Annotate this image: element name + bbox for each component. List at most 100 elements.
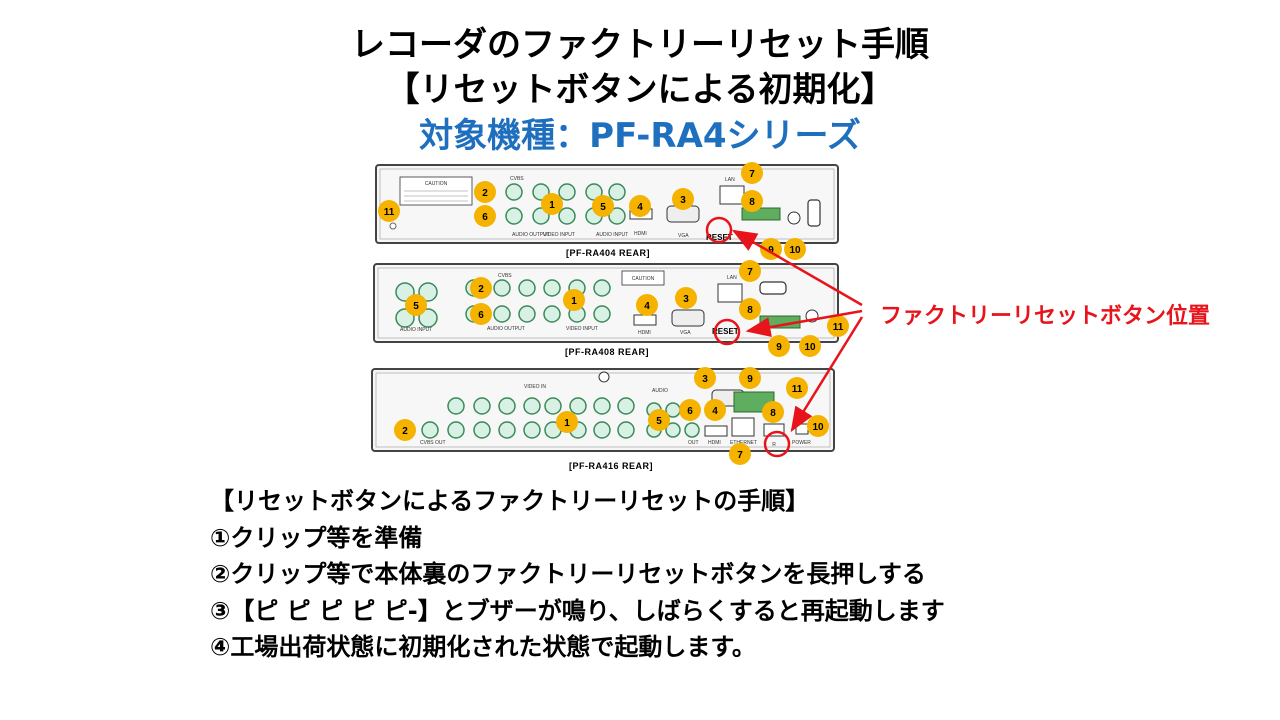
badge-10: 10 bbox=[807, 415, 829, 437]
caution-text: CAUTION bbox=[632, 276, 655, 282]
svg-text:1: 1 bbox=[564, 418, 570, 429]
cvbs-label: CVBS bbox=[510, 176, 524, 182]
badge-11: 11 bbox=[378, 200, 400, 222]
badge-5: 5 bbox=[592, 195, 614, 217]
cvbs-out-label: CVBS OUT bbox=[420, 440, 446, 446]
vga-label: VGA bbox=[680, 330, 691, 336]
power-jack bbox=[787, 211, 801, 225]
video-in-label: VIDEO IN bbox=[524, 384, 546, 390]
svg-text:2: 2 bbox=[402, 426, 408, 437]
svg-text:2: 2 bbox=[482, 188, 488, 199]
svg-text:3: 3 bbox=[680, 195, 686, 206]
badge-6: 6 bbox=[470, 303, 492, 325]
caution-text: CAUTION bbox=[425, 181, 448, 187]
svg-text:4: 4 bbox=[712, 406, 718, 417]
badge-8: 8 bbox=[741, 190, 763, 212]
svg-text:7: 7 bbox=[747, 267, 753, 278]
power-jack bbox=[795, 423, 809, 435]
badge-4: 4 bbox=[629, 195, 651, 217]
badge-1: 1 bbox=[563, 289, 585, 311]
lan-label: LAN bbox=[727, 275, 737, 281]
svg-text:9: 9 bbox=[747, 374, 753, 385]
audio-output-label: AUDIO OUTPUT bbox=[487, 326, 525, 332]
badge-7: 7 bbox=[741, 162, 763, 184]
hdmi-label: HDMI bbox=[634, 231, 647, 237]
svg-text:8: 8 bbox=[747, 305, 753, 316]
badge-4: 4 bbox=[704, 399, 726, 421]
svg-text:10: 10 bbox=[812, 422, 824, 433]
svg-text:3: 3 bbox=[702, 374, 708, 385]
power-switch bbox=[759, 281, 787, 295]
badge-4: 4 bbox=[636, 294, 658, 316]
svg-text:6: 6 bbox=[478, 310, 484, 321]
reset-label: R bbox=[772, 442, 776, 448]
svg-text:8: 8 bbox=[770, 408, 776, 419]
ethernet-label: ETHERNET bbox=[730, 440, 757, 446]
badge-11: 11 bbox=[786, 377, 808, 399]
hdmi-port bbox=[633, 314, 657, 326]
badge-2: 2 bbox=[474, 181, 496, 203]
badge-8: 8 bbox=[762, 401, 784, 423]
svg-text:7: 7 bbox=[737, 450, 743, 461]
badge-8: 8 bbox=[739, 298, 761, 320]
panel-ra404: CAUTION CVBS AUDIO OUTPUT VIDEO INPUT AU… bbox=[375, 162, 839, 260]
svg-text:1: 1 bbox=[571, 296, 577, 307]
callout-arrows bbox=[731, 229, 864, 433]
badge-9: 9 bbox=[739, 367, 761, 389]
svg-text:10: 10 bbox=[789, 245, 801, 256]
reset-highlight-ra416 bbox=[763, 430, 791, 458]
title-line-1: レコーダのファクトリーリセット手順 bbox=[351, 25, 929, 65]
reset-highlight-ra404 bbox=[705, 216, 733, 244]
panel-ra416: VIDEO IN AUDIO CVBS OUT OUT HDMI ETHERNE… bbox=[371, 367, 835, 471]
svg-text:5: 5 bbox=[413, 301, 419, 312]
audio-label: AUDIO bbox=[652, 388, 668, 394]
vga-port bbox=[671, 309, 705, 327]
hdmi-label: HDMI bbox=[708, 440, 721, 446]
title-line-3: 対象機種：PF-RA4シリーズ bbox=[419, 116, 861, 156]
svg-text:5: 5 bbox=[600, 202, 606, 213]
reset-label: RESET bbox=[706, 233, 733, 242]
badge-3: 3 bbox=[694, 367, 716, 389]
badge-1: 1 bbox=[556, 411, 578, 433]
steps-heading: 【リセットボタンによるファクトリーリセットの手順】 bbox=[210, 487, 810, 515]
lan-port bbox=[717, 283, 743, 303]
step-3: ③【ピ ピ ピ ピ ピ-】とブザーが鳴り、しばらくすると再起動します bbox=[210, 596, 945, 625]
reset-label: RESET bbox=[712, 327, 739, 336]
title-line-2: 【リセットボタンによる初期化】 bbox=[385, 70, 895, 110]
svg-text:7: 7 bbox=[749, 169, 755, 180]
svg-text:6: 6 bbox=[687, 406, 693, 417]
vga-label: VGA bbox=[678, 233, 689, 239]
lan-label: LAN bbox=[725, 177, 735, 183]
svg-text:9: 9 bbox=[776, 342, 782, 353]
svg-text:8: 8 bbox=[749, 197, 755, 208]
svg-text:1: 1 bbox=[549, 200, 555, 211]
reset-button-callout: ファクトリーリセットボタン位置 bbox=[880, 304, 1211, 329]
audio-output-label: AUDIO OUTPUT bbox=[512, 232, 550, 238]
power-switch bbox=[807, 199, 821, 227]
svg-text:9: 9 bbox=[768, 245, 774, 256]
out-label: OUT bbox=[688, 440, 699, 446]
lan-port bbox=[719, 185, 745, 205]
panel-ra408: AUDIO INPUT CVBS AUDIO OUTPUT VIDEO INPU… bbox=[373, 260, 849, 357]
svg-text:11: 11 bbox=[833, 322, 844, 333]
badge-6: 6 bbox=[474, 205, 496, 227]
badge-10: 10 bbox=[784, 238, 806, 260]
svg-text:11: 11 bbox=[384, 207, 395, 218]
badge-1: 1 bbox=[541, 193, 563, 215]
svg-text:3: 3 bbox=[683, 294, 689, 305]
badge-2: 2 bbox=[470, 277, 492, 299]
svg-text:6: 6 bbox=[482, 212, 488, 223]
reset-highlight-ra408 bbox=[713, 318, 741, 346]
hdmi-label: HDMI bbox=[638, 330, 651, 336]
reset-steps: 【リセットボタンによるファクトリーリセットの手順】 ①クリップ等を準備 ②クリッ… bbox=[210, 483, 945, 666]
caption-ra408: [PF-RA408 REAR] bbox=[565, 347, 649, 357]
badge-3: 3 bbox=[675, 287, 697, 309]
svg-text:10: 10 bbox=[804, 342, 816, 353]
step-1: ①クリップ等を準備 bbox=[210, 523, 423, 552]
badge-11: 11 bbox=[827, 315, 849, 337]
badge-6: 6 bbox=[679, 399, 701, 421]
usb-port bbox=[763, 423, 785, 437]
badge-3: 3 bbox=[672, 188, 694, 210]
badge-7: 7 bbox=[739, 260, 761, 282]
